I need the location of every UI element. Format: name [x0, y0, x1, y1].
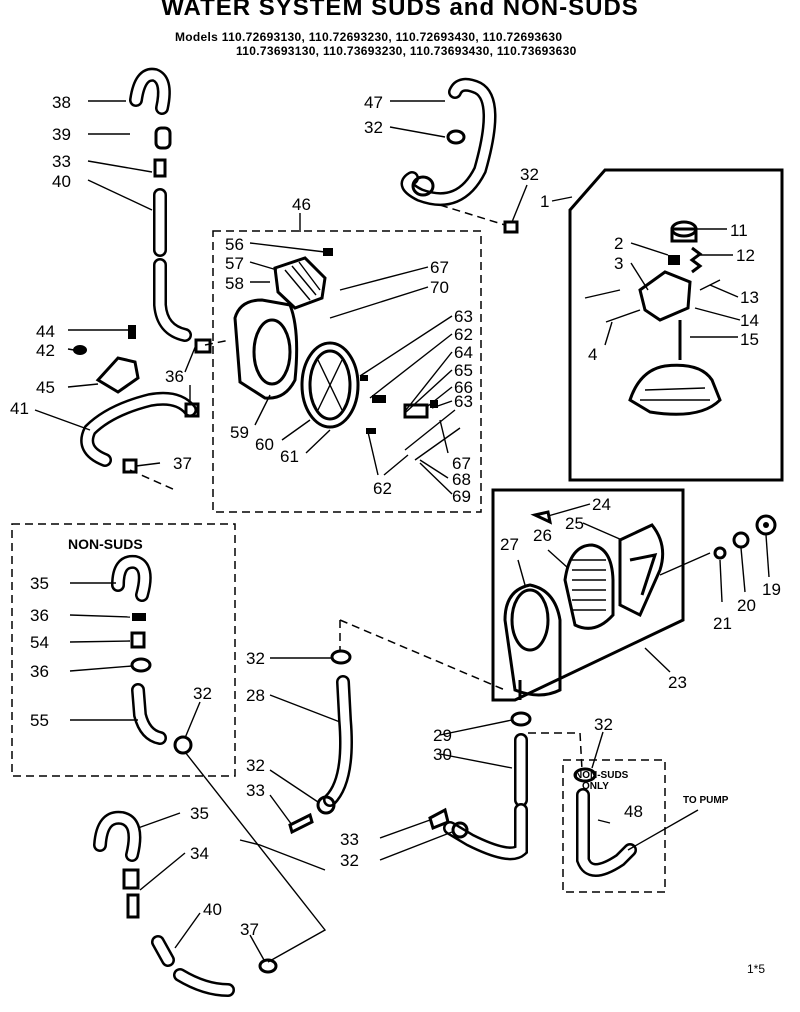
- callout-15: 15: [740, 330, 759, 349]
- callout-11: 11: [730, 221, 748, 240]
- callout-19: 19: [762, 580, 781, 599]
- callout-4: 4: [588, 345, 597, 364]
- non-suds-only-line1: NON-SUDS: [575, 770, 629, 781]
- callout-33: 33: [52, 152, 71, 171]
- callout-12: 12: [736, 246, 755, 265]
- to-pump-label: TO PUMP: [683, 795, 729, 806]
- callout-32: 32: [246, 649, 265, 668]
- callout-32: 32: [340, 851, 359, 870]
- callout-40: 40: [52, 172, 71, 191]
- callout-48: 48: [624, 802, 643, 821]
- callout-34: 34: [190, 844, 209, 863]
- callout-32: 32: [193, 684, 212, 703]
- callout-40: 40: [203, 900, 222, 919]
- callout-37: 37: [240, 920, 259, 939]
- callout-64: 64: [454, 343, 473, 362]
- callout-60: 60: [255, 435, 274, 454]
- non-suds-hoses: [111, 554, 193, 755]
- hose-48: [573, 767, 637, 877]
- page-number: 1*5: [747, 962, 766, 976]
- callout-62: 62: [454, 325, 473, 344]
- callout-63: 63: [454, 392, 473, 411]
- callout-47: 47: [364, 93, 383, 112]
- leader-lines: [34, 100, 770, 963]
- callout-26: 26: [533, 526, 552, 545]
- callout-32: 32: [520, 165, 539, 184]
- callout-32: 32: [594, 715, 613, 734]
- callout-44: 44: [36, 322, 55, 341]
- callout-35: 35: [190, 804, 209, 823]
- callout-32: 32: [364, 118, 383, 137]
- callout-45: 45: [36, 378, 55, 397]
- callout-58: 58: [225, 274, 244, 293]
- callout-28: 28: [246, 686, 265, 705]
- callout-20: 20: [737, 596, 756, 615]
- non-suds-box: [11, 523, 236, 777]
- callout-59: 59: [230, 423, 249, 442]
- filter-assembly-23: [503, 510, 777, 700]
- callout-33: 33: [246, 781, 265, 800]
- callout-24: 24: [592, 495, 611, 514]
- callout-56: 56: [225, 235, 244, 254]
- callout-61: 61: [280, 447, 299, 466]
- callout-35: 35: [30, 574, 49, 593]
- hose-28: [288, 649, 353, 835]
- callout-27: 27: [500, 535, 519, 554]
- callout-42: 42: [36, 341, 55, 360]
- callout-23: 23: [668, 673, 687, 692]
- callout-36: 36: [30, 606, 49, 625]
- hose-47: [400, 77, 519, 234]
- callout-55: 55: [30, 711, 49, 730]
- callout-54: 54: [30, 633, 49, 652]
- hose-35-34-40: [93, 810, 278, 997]
- callout-68: 68: [452, 470, 471, 489]
- hose-38-40: [129, 67, 212, 354]
- callout-66: 66: [454, 378, 473, 397]
- inlet-valve-box: [568, 168, 784, 482]
- valve-assembly-46: [233, 248, 461, 461]
- callout-3: 3: [614, 254, 623, 273]
- callout-63: 63: [454, 307, 473, 326]
- callout-65: 65: [454, 361, 473, 380]
- callout-69: 69: [452, 487, 471, 506]
- callout-37: 37: [173, 454, 192, 473]
- callout-62: 62: [373, 479, 392, 498]
- callout-labels: 38 39 33 40 47 32 32 1 46 56 57 58 67 70…: [10, 93, 781, 939]
- hose-41: [80, 391, 200, 474]
- callout-21: 21: [713, 614, 732, 633]
- callout-32: 32: [246, 756, 265, 775]
- page-title: WATER SYSTEM SUDS and NON-SUDS: [161, 0, 639, 21]
- callout-67: 67: [430, 258, 449, 277]
- models-line-2: 110.73693130, 110.73693230, 110.73693430…: [236, 44, 577, 58]
- callout-39: 39: [52, 125, 71, 144]
- callout-36: 36: [30, 662, 49, 681]
- callout-13: 13: [740, 288, 759, 307]
- callout-33: 33: [340, 830, 359, 849]
- callout-57: 57: [225, 254, 244, 273]
- callout-36: 36: [165, 367, 184, 386]
- callout-46: 46: [292, 195, 311, 214]
- valve-assembly-box: [212, 230, 482, 513]
- callout-29: 29: [433, 726, 452, 745]
- callout-30: 30: [433, 745, 452, 764]
- callout-38: 38: [52, 93, 71, 112]
- non-suds-title: NON-SUDS: [68, 536, 143, 552]
- inlet-valve-1: [584, 220, 722, 416]
- callout-14: 14: [740, 311, 759, 330]
- filter-assembly-box: [491, 488, 685, 702]
- callout-67: 67: [452, 454, 471, 473]
- models-line-1: Models 110.72693130, 110.72693230, 110.7…: [175, 30, 563, 44]
- non-suds-only-line2: ONLY: [582, 781, 609, 792]
- callout-70: 70: [430, 278, 449, 297]
- bracket-45: [73, 325, 140, 394]
- callout-41: 41: [10, 399, 29, 418]
- hose-30: [428, 711, 532, 861]
- callout-2: 2: [614, 234, 623, 253]
- callout-25: 25: [565, 514, 584, 533]
- callout-1: 1: [540, 192, 549, 211]
